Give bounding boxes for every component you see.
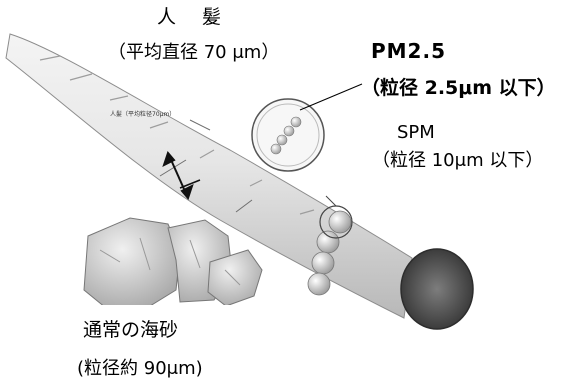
human-hair-image: 人髪（平均粒径70μm） (5, 33, 474, 330)
pm25-magnified-view (251, 98, 325, 172)
hair-diameter-arrow (162, 151, 201, 200)
pm25-leader-line (299, 83, 363, 111)
hair-title: 人 髪 (157, 6, 232, 28)
spm-particle-chain (307, 205, 353, 296)
hair-diameter-label: （平均直径 70 μm） (108, 42, 280, 63)
spm-title: SPM (397, 122, 435, 143)
pm25-title: PM2.5 (371, 39, 446, 63)
sand-grain-image (83, 217, 263, 309)
sand-title: 通常の海砂 (83, 319, 179, 341)
sand-size-label: (粒径約 90μm) (77, 358, 203, 379)
spm-size-label: （粒径 10μm 以下） (372, 150, 544, 171)
sand-caption-panel (63, 305, 346, 385)
pm25-size-label: （粒径 2.5μm 以下） (361, 77, 556, 99)
hair-inline-label: 人髪（平均粒径70μm） (110, 110, 175, 118)
spm-leader-line (325, 195, 337, 207)
